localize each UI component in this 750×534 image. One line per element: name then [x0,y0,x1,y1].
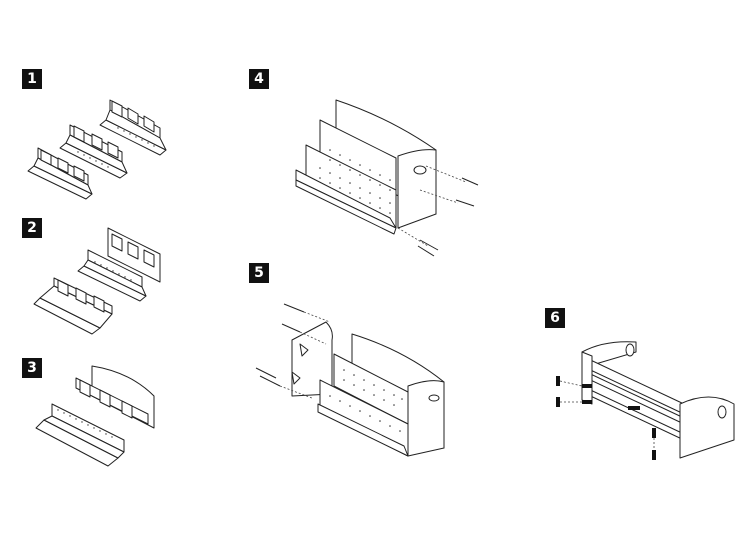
step-3-badge: 3 [22,358,42,378]
step-1-badge: 1 [22,69,42,89]
step-2-illustration [33,227,161,335]
step-2-badge: 2 [22,218,42,238]
step-5-badge: 5 [249,263,269,283]
step-6-illustration [556,341,735,460]
step-4-badge: 4 [249,69,269,89]
step-3-illustration [35,365,155,467]
step-1-illustration [27,99,167,200]
step-6-badge: 6 [545,308,565,328]
step-4-illustration [295,99,479,257]
step-5-illustration [255,303,445,457]
